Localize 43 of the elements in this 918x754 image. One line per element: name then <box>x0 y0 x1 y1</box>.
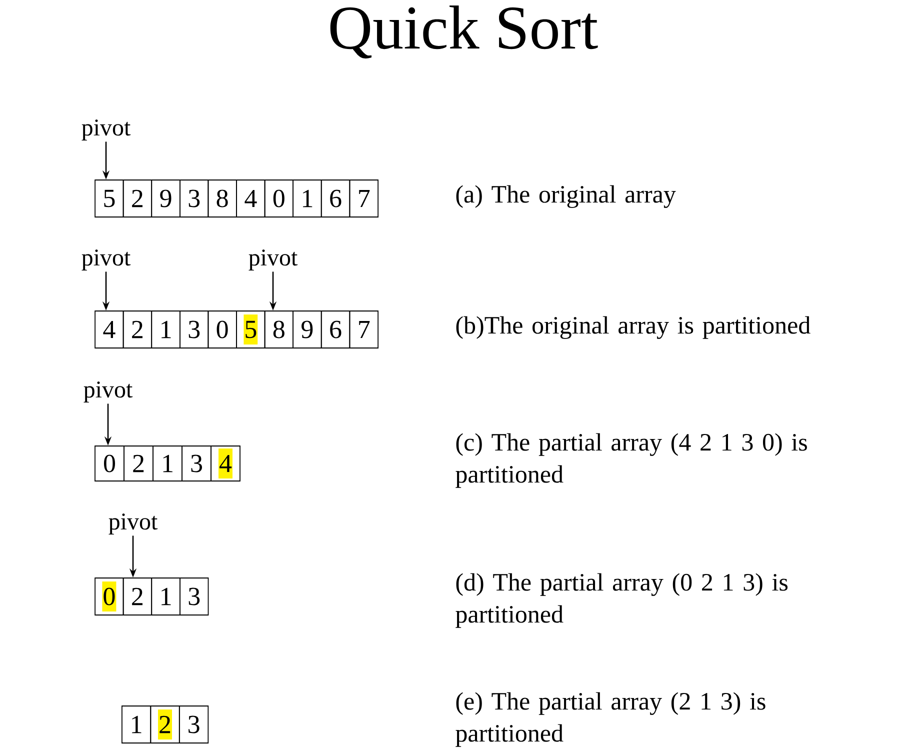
array-cell: 3 <box>182 446 212 482</box>
caption-text: (a) The original array <box>456 185 676 208</box>
caption-text: (b)The original array is partitioned <box>456 316 810 339</box>
array-cell: 9 <box>151 180 180 218</box>
array-cell: 1 <box>151 578 180 616</box>
pivot-label: pivot <box>84 382 133 402</box>
array-cell: 7 <box>349 310 378 348</box>
array-cell: 3 <box>179 706 209 744</box>
array-cell: 3 <box>180 310 209 348</box>
pivot-label: pivot <box>248 250 298 270</box>
array-cell: 1 <box>122 706 152 744</box>
array-cell: 4 <box>94 310 124 348</box>
pivot-label: pivot <box>108 514 158 534</box>
array-cell: 6 <box>320 180 350 218</box>
array-cell: 3 <box>180 578 209 616</box>
title: Quick Sort <box>330 5 598 59</box>
array-cell: 0 <box>264 180 294 218</box>
caption-text: (d) The partial array (0 2 1 3) is partitioned <box>456 573 788 628</box>
caption-text: (c) The partial array (4 2 1 3 0) is partitioned <box>456 433 807 488</box>
array-cell: 1 <box>292 180 322 218</box>
array-cell: 4 <box>236 180 266 218</box>
array-cell: 1 <box>152 446 182 482</box>
array-cell: 8 <box>264 310 294 348</box>
array-cell: 0 <box>208 310 237 348</box>
array-cell: 4 <box>210 446 240 482</box>
array-cell: 2 <box>122 578 152 616</box>
array-cell: 7 <box>349 180 378 218</box>
caption-text: (e) The partial array (2 1 3) is partitioned <box>456 692 766 747</box>
array-cell: 0 <box>94 446 124 482</box>
pivot-label: pivot <box>82 250 131 270</box>
array-cell: 3 <box>180 180 209 218</box>
array-cell: 5 <box>94 180 124 218</box>
array-cell: 9 <box>292 310 322 348</box>
array-cell: 8 <box>208 180 237 218</box>
array-cell: 0 <box>94 578 124 616</box>
array-cell: 2 <box>122 180 152 218</box>
array-cell: 2 <box>150 706 180 744</box>
array-cell: 2 <box>122 310 152 348</box>
array-cell: 6 <box>320 310 350 348</box>
pivot-label: pivot <box>82 120 131 140</box>
array-cell: 2 <box>124 446 154 482</box>
array-cell: 1 <box>151 310 180 348</box>
array-cell: 5 <box>236 310 266 348</box>
